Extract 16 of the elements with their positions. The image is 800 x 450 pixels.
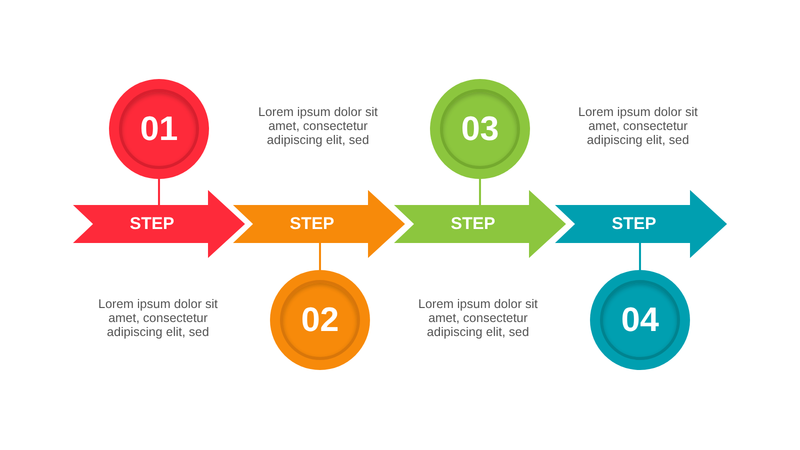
description-text: Lorem ipsum dolor sit amet, consectetur adipiscing elit, sed <box>97 297 219 339</box>
connector-line <box>158 179 160 205</box>
step-label: STEP <box>290 213 336 236</box>
step-label: STEP <box>612 213 658 236</box>
connector-line <box>479 179 481 205</box>
step-label: STEP <box>450 213 496 236</box>
step-number: 01 <box>140 112 178 146</box>
connector-line <box>639 243 641 270</box>
step-number: 04 <box>621 303 659 337</box>
description-text: Lorem ipsum dolor sit amet, consectetur adipiscing elit, sed <box>257 105 379 147</box>
step-number: 02 <box>301 303 339 337</box>
step-number: 03 <box>461 112 499 146</box>
connector-line <box>319 243 321 270</box>
step-label: STEP <box>130 213 176 236</box>
description-text: Lorem ipsum dolor sit amet, consectetur adipiscing elit, sed <box>577 105 699 147</box>
description-text: Lorem ipsum dolor sit amet, consectetur adipiscing elit, sed <box>417 297 539 339</box>
